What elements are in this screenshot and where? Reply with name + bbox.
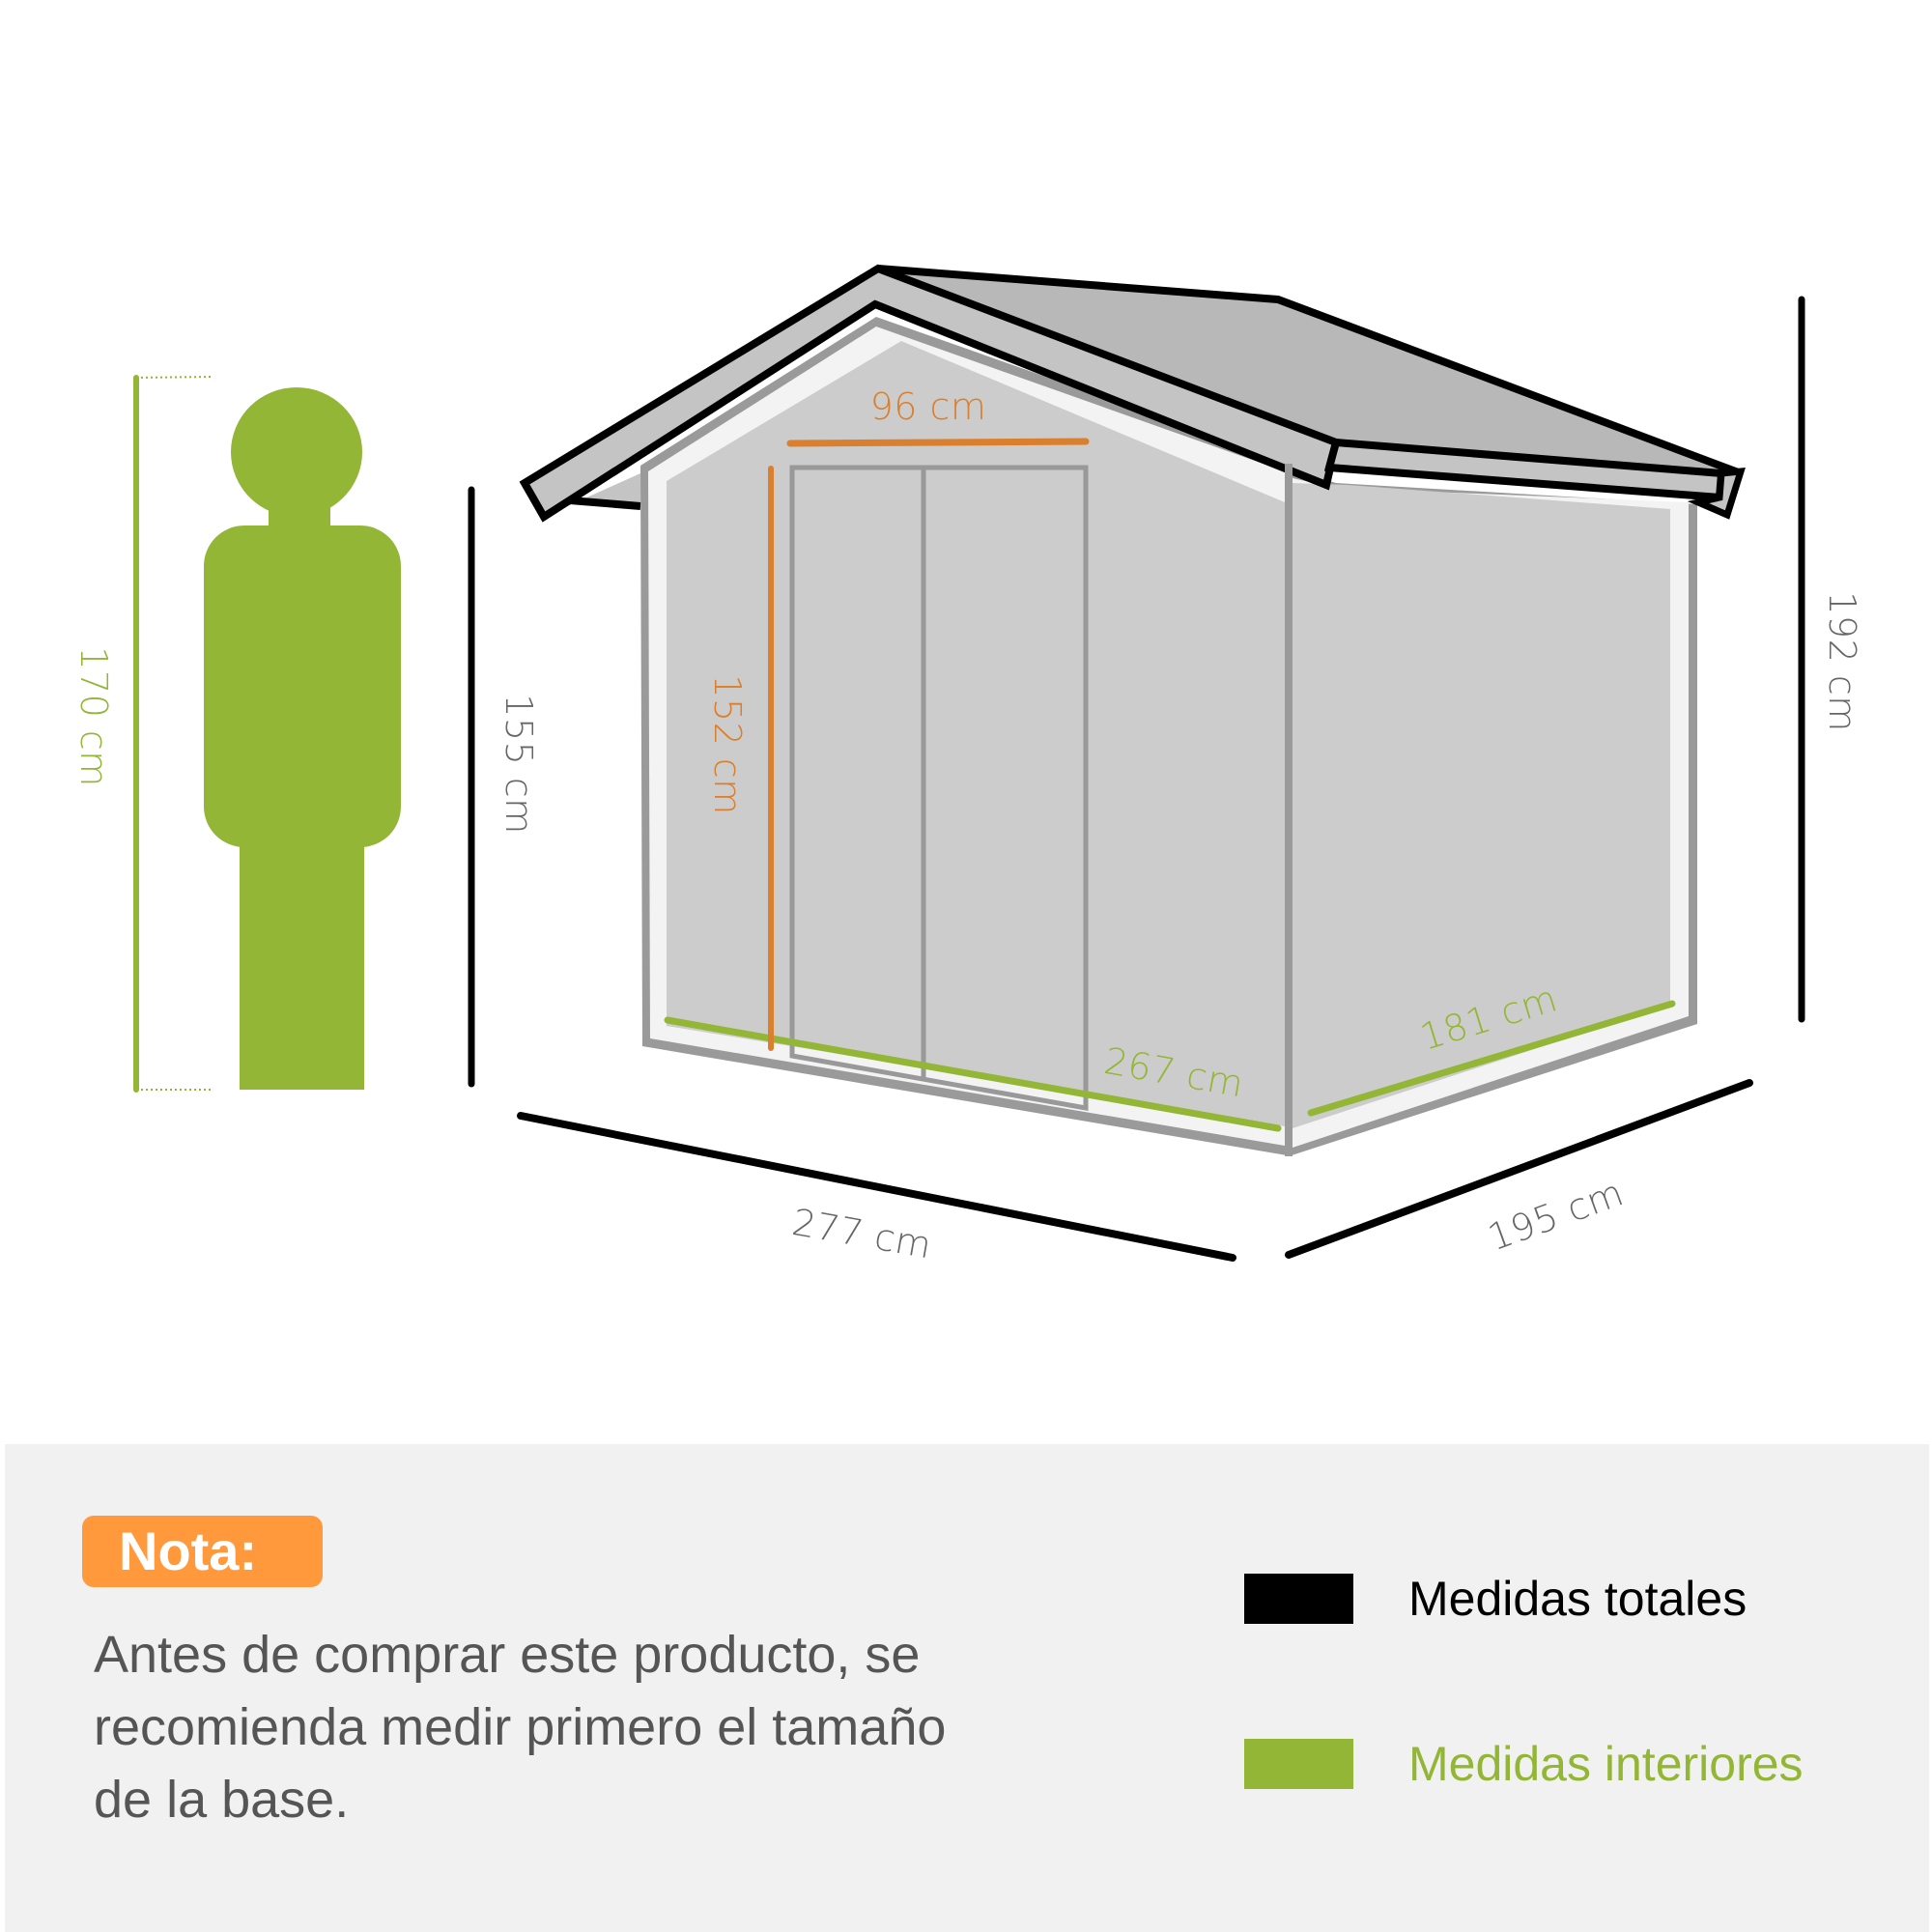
shed-illustration (519, 264, 1746, 1156)
dim-line-total-depth (1285, 1079, 1753, 1259)
dim-line-door-width (786, 438, 1090, 447)
note-badge-label: Nota: (119, 1520, 258, 1581)
legend-swatch-interior (1244, 1739, 1353, 1789)
label-person-height: 170 cm (72, 646, 115, 787)
person-silhouette-icon (204, 387, 401, 1090)
label-door-height: 152 cm (706, 674, 749, 815)
dim-line-total-width (517, 1112, 1236, 1262)
roof-front-left (519, 264, 1341, 523)
label-door-width: 96 cm (870, 385, 987, 428)
legend-swatch-total (1244, 1574, 1353, 1624)
label-total-depth: 195 cm (1483, 1171, 1630, 1259)
note-panel (5, 1444, 1929, 1932)
door (789, 465, 1089, 1111)
label-total-width: 277 cm (789, 1201, 935, 1267)
person-height-dimension (133, 375, 213, 1093)
note-line: recomienda medir primero el tamaño (94, 1698, 947, 1756)
note-line: Antes de comprar este producto, se (94, 1626, 921, 1684)
note-line: de la base. (94, 1771, 350, 1829)
note-text: Antes de comprar este producto, se recom… (94, 1619, 1108, 1836)
note-badge: Nota: (82, 1516, 323, 1587)
label-total-height: 192 cm (1821, 591, 1863, 732)
dim-line-interior-depth (1307, 1000, 1676, 1117)
legend-label-interior: Medidas interiores (1408, 1737, 1804, 1791)
label-front-wall-height: 155 cm (497, 694, 540, 835)
roof-side-panel (878, 269, 1741, 473)
legend-label-total: Medidas totales (1408, 1572, 1747, 1626)
